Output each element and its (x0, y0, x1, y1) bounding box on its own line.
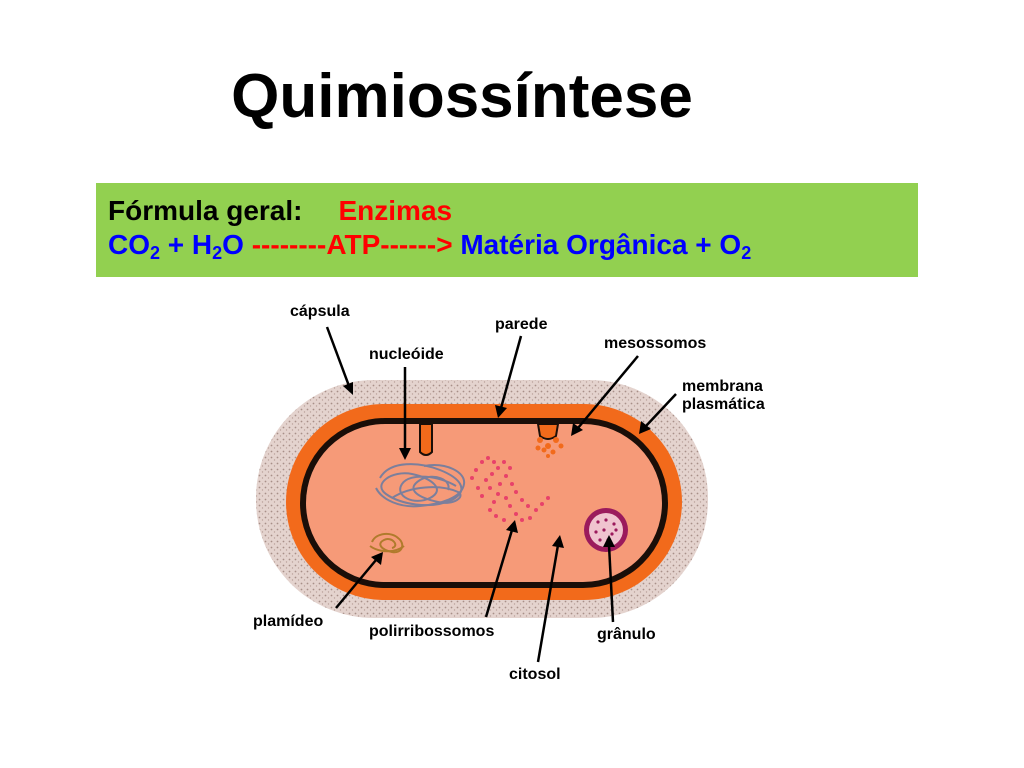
arrowhead-membrana (639, 421, 651, 434)
formula-co2-subscript: 2 (150, 243, 161, 263)
formula-products: Matéria Orgânica + O (452, 229, 742, 260)
arrowhead-citosol (552, 535, 564, 548)
arrow-capsula (325, 326, 351, 387)
page-title: Quimiossíntese (231, 62, 693, 131)
arrow-membrana (645, 393, 677, 427)
formula-water-tail: O (222, 229, 252, 260)
arrow-granulo (607, 544, 615, 623)
label-capsula: cápsula (290, 303, 350, 320)
formula-label: Fórmula geral: (108, 195, 303, 226)
arrow-mesossomos (577, 355, 639, 429)
label-mesossomos: mesossomos (604, 335, 707, 352)
label-membrana-2: plasmática (682, 396, 765, 413)
plasmid (369, 532, 405, 554)
formula-co2: CO (108, 229, 150, 260)
arrowhead-parede (495, 405, 507, 418)
formula-catalyst: Enzimas (338, 195, 453, 226)
arrowhead-nucleoide (399, 448, 411, 460)
formula-h2-subscript: 2 (212, 243, 223, 263)
arrowhead-granulo (603, 535, 615, 547)
arrow-polirribossomos (484, 529, 514, 618)
arrowhead-mesossomos (571, 423, 583, 436)
granule-dots (594, 518, 618, 542)
label-membrana-1: membrana (682, 378, 763, 395)
formula-plus-h: + H (160, 229, 213, 260)
mesosome-dots (535, 437, 564, 458)
formula-header: Fórmula geral: Enzimas (108, 195, 918, 227)
formula-arrow: --------ATP------> (251, 229, 453, 260)
formula-equation: CO2 + H2O --------ATP------> Matéria Org… (108, 227, 918, 263)
arrow-citosol (536, 544, 560, 663)
formula-box: Fórmula geral:Enzimas CO2 + H2O --------… (96, 183, 918, 277)
label-citosol: citosol (509, 666, 561, 683)
formula-o2-subscript: 2 (741, 243, 752, 263)
label-granulo: grânulo (597, 626, 656, 643)
label-plamideo: plamídeo (253, 613, 324, 630)
mesosome-invagination (536, 423, 560, 440)
wall-invagination (419, 423, 433, 456)
arrow-plamideo (335, 559, 377, 609)
label-parede: parede (495, 316, 548, 333)
nucleoid (375, 463, 466, 508)
label-polirribossomos: polirribossomos (369, 623, 495, 640)
arrowhead-plamideo (371, 552, 383, 565)
label-nucleoide: nucleóide (369, 346, 444, 363)
arrowhead-polirribossomos (506, 520, 518, 533)
arrow-parede (499, 335, 523, 409)
pointer-arrows (325, 326, 677, 663)
arrowhead-capsula (343, 382, 353, 395)
polyribosomes (470, 456, 550, 522)
